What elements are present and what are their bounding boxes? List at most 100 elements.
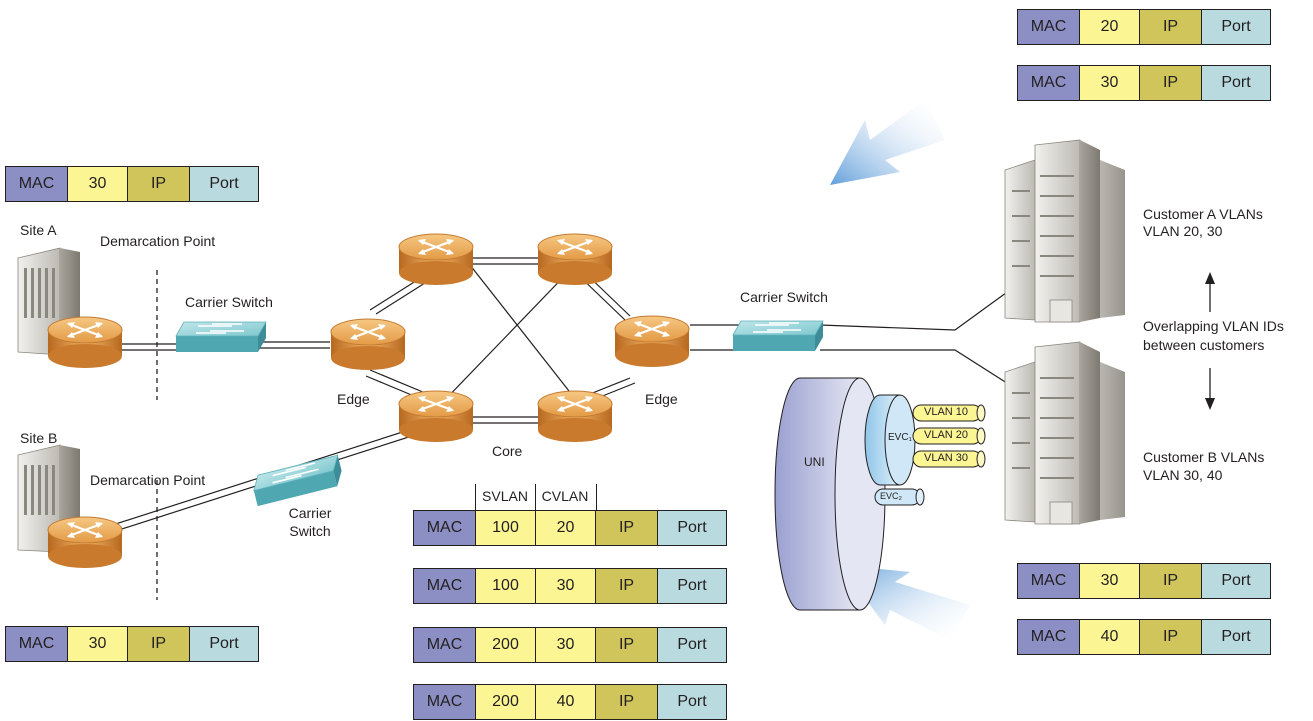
evc1-label: EVC₁	[888, 432, 912, 443]
customer-a-label: Customer A VLANs	[1143, 206, 1263, 222]
frame-top-right-1: MAC 20 IP Port	[1017, 9, 1271, 45]
core-label: Core	[492, 443, 523, 459]
ip-field: IP	[1140, 66, 1202, 100]
router-icon	[536, 232, 614, 287]
svlan-field: 100	[476, 511, 536, 545]
router-icon	[397, 389, 475, 444]
header-divider	[475, 484, 476, 510]
customer-b-vlans: VLAN 30, 40	[1143, 467, 1223, 483]
vlan-pipe-label: VLAN 20	[923, 429, 969, 441]
header-divider	[535, 484, 536, 510]
carrier-switch-label-b-1: Carrier	[288, 505, 332, 521]
uni-label: UNI	[804, 455, 825, 469]
customer-b-label: Customer B VLANs	[1143, 449, 1265, 465]
vlan-pipe-label: VLAN 30	[923, 452, 969, 464]
frame-bottom-right-2: MAC 40 IP Port	[1017, 619, 1271, 655]
svlan-field: 200	[476, 685, 536, 719]
ip-field: IP	[596, 511, 658, 545]
mac-field: MAC	[414, 685, 476, 719]
ip-field: IP	[128, 627, 190, 661]
building-icon	[1004, 139, 1125, 323]
ip-field: IP	[1140, 10, 1202, 44]
vlan-tag-field: 30	[68, 627, 128, 661]
core-frame-row: MAC 200 30 IP Port	[413, 627, 727, 663]
carrier-switch-label-a: Carrier Switch	[185, 294, 273, 310]
port-field: Port	[190, 167, 258, 201]
cvlan-header: CVLAN	[541, 488, 589, 504]
ip-field: IP	[128, 167, 190, 201]
carrier-switch-label-right: Carrier Switch	[740, 289, 828, 305]
mac-field: MAC	[6, 627, 68, 661]
cvlan-field: 30	[536, 569, 596, 603]
svlan-header: SVLAN	[482, 488, 528, 504]
header-divider	[596, 484, 597, 510]
overlap-label-2: between customers	[1143, 337, 1265, 353]
port-field: Port	[658, 569, 726, 603]
vlan-tag-field: 20	[1080, 10, 1140, 44]
edge-label-left: Edge	[337, 391, 370, 407]
mac-field: MAC	[414, 628, 476, 662]
vlan-tag-field: 30	[68, 167, 128, 201]
vlan-tag-field: 30	[1080, 66, 1140, 100]
building-icon	[1004, 341, 1125, 525]
vlan-tag-field: 40	[1080, 620, 1140, 654]
ip-field: IP	[596, 628, 658, 662]
ip-field: IP	[1140, 564, 1202, 598]
switch-icon	[732, 320, 824, 352]
frame-bottom-right-1: MAC 30 IP Port	[1017, 563, 1271, 599]
site-b-label: Site B	[20, 430, 58, 446]
ip-field: IP	[1140, 620, 1202, 654]
switch-icon	[175, 321, 267, 353]
router-icon	[46, 515, 124, 570]
port-field: Port	[1202, 10, 1270, 44]
uni-diagram	[774, 377, 986, 611]
switch-icon	[249, 454, 346, 507]
router-icon	[46, 315, 124, 370]
port-field: Port	[190, 627, 258, 661]
cvlan-field: 30	[536, 628, 596, 662]
ip-field: IP	[596, 569, 658, 603]
mac-field: MAC	[414, 511, 476, 545]
ip-field: IP	[596, 685, 658, 719]
customer-a-vlans: VLAN 20, 30	[1143, 223, 1223, 239]
mac-field: MAC	[1018, 66, 1080, 100]
vlan-pipe-label: VLAN 10	[923, 406, 969, 418]
network-links	[49, 257, 1011, 553]
site-a-label: Site A	[20, 222, 57, 238]
vlan-tag-field: 30	[1080, 564, 1140, 598]
router-icon	[329, 317, 407, 372]
port-field: Port	[1202, 620, 1270, 654]
router-icon	[536, 389, 614, 444]
router-icon	[613, 314, 691, 369]
cvlan-field: 20	[536, 511, 596, 545]
frame-site-b: MAC 30 IP Port	[5, 626, 259, 662]
frame-top-right-2: MAC 30 IP Port	[1017, 65, 1271, 101]
cvlan-field: 40	[536, 685, 596, 719]
svlan-field: 100	[476, 569, 536, 603]
router-icon	[397, 232, 475, 287]
mac-field: MAC	[1018, 10, 1080, 44]
mac-field: MAC	[1018, 620, 1080, 654]
arrow-icon	[830, 100, 945, 185]
port-field: Port	[658, 511, 726, 545]
frame-site-a: MAC 30 IP Port	[5, 166, 259, 202]
overlap-label-1: Overlapping VLAN IDs	[1143, 318, 1284, 334]
mac-field: MAC	[6, 167, 68, 201]
demarcation-label-b: Demarcation Point	[90, 472, 206, 488]
arrow-up-icon	[1205, 272, 1215, 284]
core-frame-row: MAC 100 30 IP Port	[413, 568, 727, 604]
carrier-switch-label-b-2: Switch	[289, 523, 331, 539]
demarcation-label-a: Demarcation Point	[100, 233, 216, 249]
port-field: Port	[658, 685, 726, 719]
mac-field: MAC	[414, 569, 476, 603]
core-frame-row: MAC 200 40 IP Port	[413, 684, 727, 720]
evc2-label: EVC₂	[880, 491, 902, 501]
edge-label-right: Edge	[645, 391, 678, 407]
mac-field: MAC	[1018, 564, 1080, 598]
port-field: Port	[1202, 564, 1270, 598]
core-frame-row: MAC 100 20 IP Port	[413, 510, 727, 546]
port-field: Port	[658, 628, 726, 662]
port-field: Port	[1202, 66, 1270, 100]
svlan-field: 200	[476, 628, 536, 662]
